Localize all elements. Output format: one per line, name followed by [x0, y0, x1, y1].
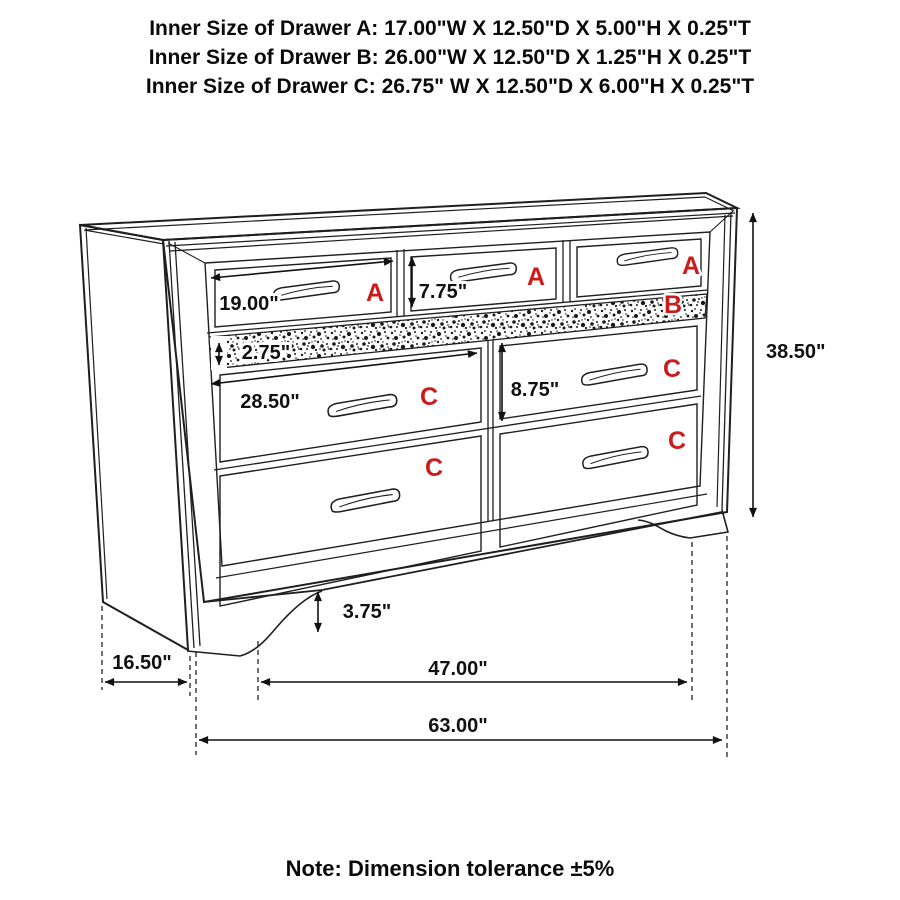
dim-drawer-c-width-label: 28.50" — [240, 391, 300, 413]
handle-c-bottom-right-icon — [580, 445, 650, 470]
dim-drawer-c-width: 28.50" — [210, 350, 478, 416]
label-drawer-a-left: A — [366, 279, 384, 307]
handle-a-middle-icon — [449, 261, 518, 284]
dim-drawer-a-height: 7.75" — [408, 256, 470, 308]
dim-overall-width-label: 63.00" — [428, 715, 488, 737]
dim-overall-height: 38.50" — [749, 212, 829, 518]
drawer-handles — [272, 246, 679, 514]
dim-drawer-a-height-label: 7.75" — [419, 281, 467, 303]
dim-overall-height-label: 38.50" — [766, 341, 826, 363]
base-rail-line — [215, 493, 708, 579]
label-band-b: B — [664, 291, 682, 319]
front-left-foot — [186, 590, 323, 657]
dim-drawer-a-width-label: 19.00" — [219, 293, 279, 315]
drawer-letter-labels: A A A B C C C C — [363, 250, 702, 485]
dresser-front-face — [161, 206, 739, 604]
label-drawer-c-bottom-left: C — [425, 454, 443, 482]
label-drawer-c-bottom-right: C — [668, 427, 686, 455]
header-line-drawer-a: Inner Size of Drawer A: 17.00"W X 12.50"… — [149, 17, 751, 40]
header-line-drawer-b: Inner Size of Drawer B: 26.00"W X 12.50"… — [148, 46, 752, 69]
tolerance-note: Note: Dimension tolerance ±5% — [285, 856, 615, 881]
drawer-c-bottom-right — [499, 403, 698, 548]
base-rail-bottom-edge — [203, 511, 723, 603]
drawer-c-bottom-left — [219, 435, 482, 607]
header-line-drawer-c: Inner Size of Drawer C: 26.75" W X 12.50… — [145, 75, 755, 98]
front-right-foot — [637, 509, 730, 539]
dim-drawer-a-width: 19.00" — [210, 257, 394, 318]
dresser-side-panel — [78, 223, 190, 652]
dim-side-depth: 16.50" — [104, 649, 188, 686]
handle-a-right-icon — [615, 246, 679, 267]
dim-drawer-c-height: 8.75" — [498, 342, 562, 422]
label-drawer-c-mid-left: C — [420, 383, 438, 411]
drawer-size-header: Inner Size of Drawer A: 17.00"W X 12.50"… — [0, 14, 900, 101]
handle-c-mid-right-icon — [579, 362, 649, 387]
dim-side-depth-label: 16.50" — [112, 652, 172, 674]
drawer-a-right — [576, 238, 702, 298]
handle-a-left-icon — [272, 279, 341, 302]
label-drawer-c-mid-right: C — [663, 355, 681, 383]
projection-lines — [101, 536, 728, 757]
dim-foot-height: 3.75" — [314, 591, 394, 633]
label-drawer-a-middle: A — [527, 263, 545, 291]
label-drawer-a-right: A — [682, 252, 700, 280]
handle-c-mid-left-icon — [326, 393, 399, 418]
dresser-outline — [78, 191, 741, 657]
dim-feet-span-label: 47.00" — [428, 658, 488, 680]
dim-overall-width: 63.00" — [198, 712, 723, 744]
dim-drawer-c-height-label: 8.75" — [511, 379, 559, 401]
dim-band-height-label: 2.75" — [242, 342, 290, 364]
face-frame-opening — [204, 231, 711, 567]
handle-c-bottom-left-icon — [329, 487, 402, 514]
dim-feet-span: 47.00" — [260, 655, 688, 686]
dim-foot-height-label: 3.75" — [343, 601, 391, 623]
